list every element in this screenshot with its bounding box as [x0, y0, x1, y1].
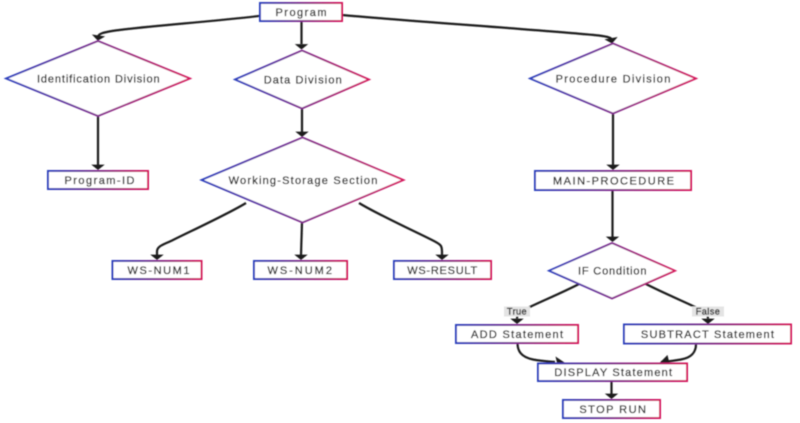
svg-text:WS-NUM1: WS-NUM1 [128, 265, 190, 277]
svg-text:Working-Storage Section: Working-Storage Section [229, 175, 378, 187]
svg-text:Data Division: Data Division [264, 75, 342, 87]
svg-text:MAIN-PROCEDURE: MAIN-PROCEDURE [553, 176, 674, 188]
svg-text:IF Condition: IF Condition [578, 266, 647, 278]
svg-text:STOP RUN: STOP RUN [579, 404, 646, 416]
svg-text:DISPLAY Statement: DISPLAY Statement [554, 367, 672, 379]
svg-text:SUBTRACT Statement: SUBTRACT Statement [641, 329, 774, 341]
svg-text:True: True [507, 307, 527, 317]
svg-text:Identification Division: Identification Division [37, 74, 160, 86]
svg-text:Procedure Division: Procedure Division [556, 74, 671, 86]
svg-text:False: False [696, 307, 720, 317]
svg-text:WS-RESULT: WS-RESULT [407, 265, 477, 277]
svg-text:WS-NUM2: WS-NUM2 [267, 265, 332, 277]
svg-text:ADD Statement: ADD Statement [471, 329, 563, 341]
svg-text:Program-ID: Program-ID [65, 175, 135, 187]
